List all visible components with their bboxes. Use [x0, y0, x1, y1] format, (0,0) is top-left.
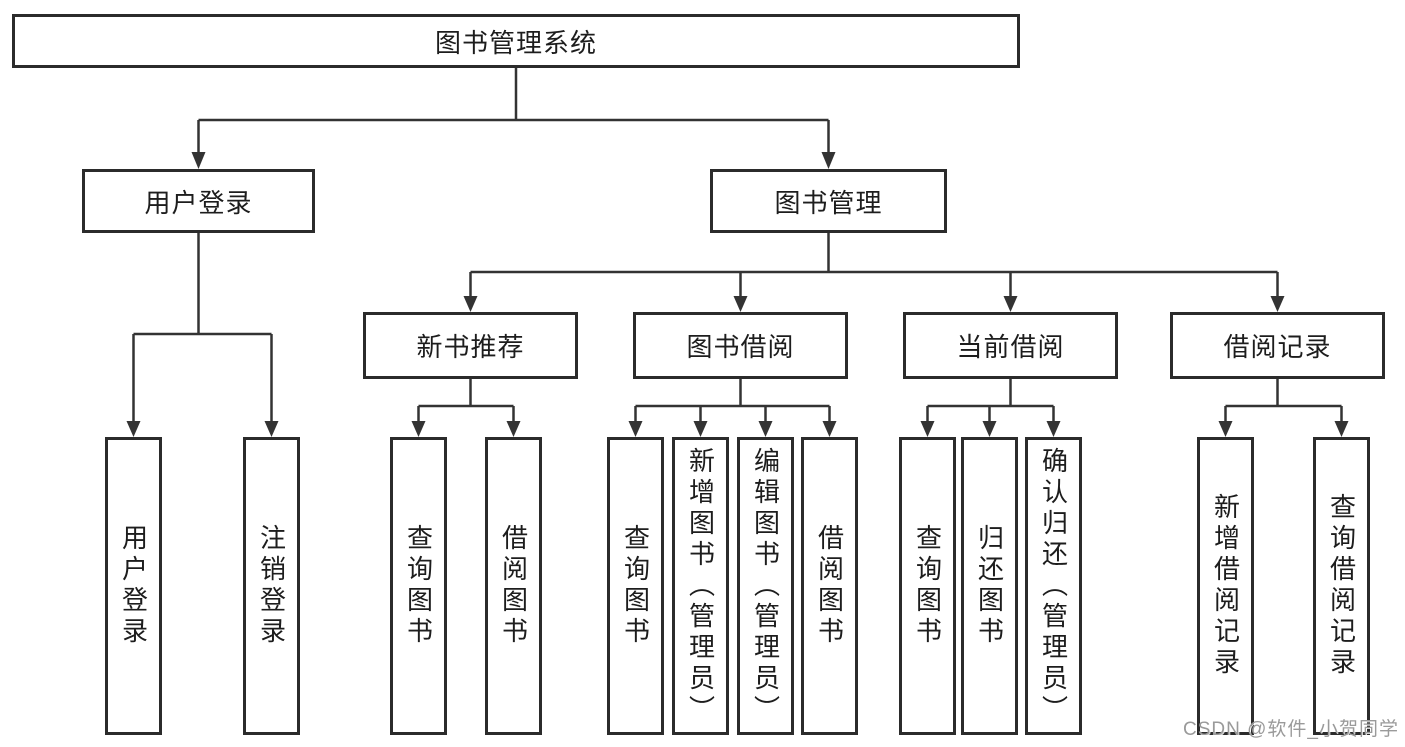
node-leaf-add-borrow-record-label: 新增借阅记录: [1210, 493, 1241, 679]
node-current-borrowing: 当前借阅: [903, 312, 1118, 379]
node-user-login: 用户登录: [82, 169, 315, 233]
node-leaf-query-book-recommend-label: 查询图书: [403, 524, 434, 648]
arrowheads: [126, 152, 1349, 437]
node-leaf-borrow-book-recommend-label: 借阅图书: [498, 524, 529, 648]
node-book-management-label: 图书管理: [774, 187, 883, 218]
node-user-login-label: 用户登录: [144, 187, 253, 218]
node-leaf-query-book-borrowing-label: 查询图书: [620, 524, 651, 648]
node-leaf-user-login: 用户登录: [105, 437, 162, 735]
node-leaf-confirm-return-admin: 确认归还（管理员）: [1025, 437, 1082, 735]
node-leaf-logout: 注销登录: [243, 437, 300, 735]
node-leaf-add-book-admin: 新增图书（管理员）: [672, 437, 729, 735]
node-leaf-query-borrow-record: 查询借阅记录: [1313, 437, 1370, 735]
node-leaf-edit-book-admin-label: 编辑图书（管理员）: [750, 446, 781, 726]
connector-paths: [132, 68, 1343, 422]
node-book-borrowing: 图书借阅: [633, 312, 848, 379]
node-leaf-borrow-book-recommend: 借阅图书: [485, 437, 542, 735]
node-leaf-borrow-book-borrowing: 借阅图书: [801, 437, 858, 735]
node-leaf-query-book-borrowing: 查询图书: [607, 437, 664, 735]
node-borrowing-records-label: 借阅记录: [1223, 332, 1332, 362]
node-leaf-confirm-return-admin-label: 确认归还（管理员）: [1038, 446, 1069, 726]
node-book-borrowing-label: 图书借阅: [686, 332, 795, 362]
node-leaf-query-book-recommend: 查询图书: [390, 437, 447, 735]
node-leaf-query-book-current-label: 查询图书: [912, 524, 943, 648]
node-root-label: 图书管理系统: [434, 27, 597, 58]
node-leaf-return-book-label: 归还图书: [974, 524, 1005, 648]
node-leaf-query-book-current: 查询图书: [899, 437, 956, 735]
node-new-book-recommend: 新书推荐: [363, 312, 578, 379]
node-leaf-user-login-label: 用户登录: [118, 524, 149, 648]
node-leaf-query-borrow-record-label: 查询借阅记录: [1326, 493, 1357, 679]
node-root: 图书管理系统: [12, 14, 1020, 68]
node-leaf-logout-label: 注销登录: [256, 524, 287, 648]
node-leaf-add-borrow-record: 新增借阅记录: [1197, 437, 1254, 735]
node-leaf-add-book-admin-label: 新增图书（管理员）: [685, 446, 716, 726]
node-new-book-recommend-label: 新书推荐: [416, 332, 525, 362]
node-leaf-edit-book-admin: 编辑图书（管理员）: [737, 437, 794, 735]
csdn-watermark: CSDN @软件_小贺同学: [1183, 719, 1399, 740]
node-leaf-borrow-book-borrowing-label: 借阅图书: [814, 524, 845, 648]
node-borrowing-records: 借阅记录: [1170, 312, 1385, 379]
node-current-borrowing-label: 当前借阅: [956, 332, 1065, 362]
node-book-management: 图书管理: [710, 169, 947, 233]
node-leaf-return-book: 归还图书: [961, 437, 1018, 735]
